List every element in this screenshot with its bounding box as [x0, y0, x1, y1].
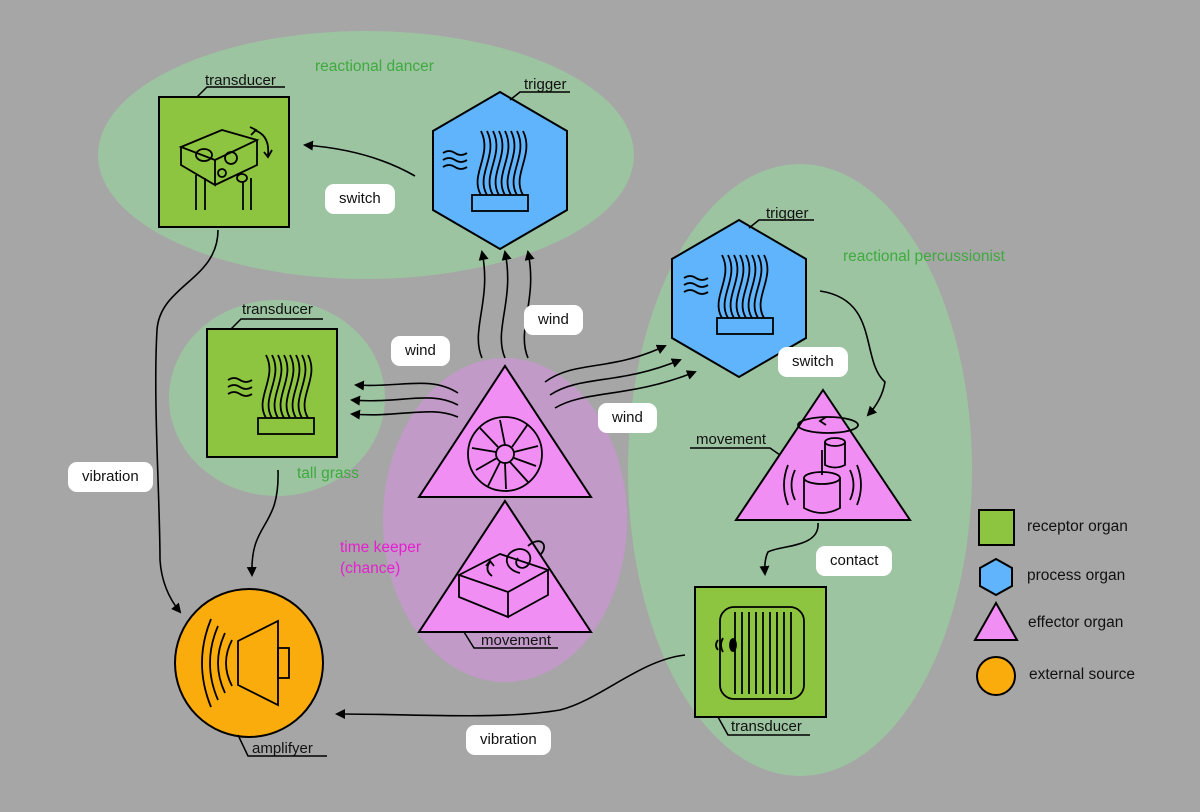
group-grass-label: tall grass	[297, 465, 360, 482]
perc-movement-leader	[690, 447, 781, 456]
amplifier-node[interactable]	[174, 588, 324, 738]
legend-external-swatch	[976, 656, 1016, 696]
dancer-transducer-node[interactable]	[158, 96, 290, 228]
timekeeper-movement-node[interactable]	[417, 499, 593, 633]
fan-icon	[467, 416, 543, 492]
perc-trigger-leader	[748, 219, 814, 229]
perc-transducer-leader	[717, 716, 810, 736]
wind-sensor-icon	[442, 130, 529, 212]
perc-trigger-label: trigger	[766, 205, 809, 222]
grass-transducer-node[interactable]	[206, 328, 338, 458]
edge-label-vibration-bottom: vibration	[466, 725, 551, 755]
legend-process-swatch	[979, 557, 1013, 597]
edge-label-wind-up: wind	[524, 305, 583, 335]
perc-transducer-label: transducer	[731, 718, 802, 735]
edge-label-wind-right: wind	[598, 403, 657, 433]
cheese-swing-icon	[178, 126, 273, 210]
dancer-transducer-label: transducer	[205, 72, 276, 89]
group-timekeeper-label-2: (chance)	[340, 560, 401, 577]
group-timekeeper-label-1: time keeper	[340, 539, 421, 556]
timekeeper-movement-leader	[463, 631, 558, 649]
dancer-trigger-label: trigger	[524, 76, 567, 93]
legend-receptor-label: receptor organ	[1027, 518, 1128, 535]
grass-transducer-label: transducer	[242, 301, 313, 318]
group-dancer-label: reactional dancer	[315, 58, 434, 75]
edge-label-wind-left: wind	[391, 336, 450, 366]
legend-process-label: process organ	[1027, 567, 1126, 584]
legend-external-label: external source	[1029, 666, 1135, 683]
edge-label-vibration-left: vibration	[68, 462, 153, 492]
wind-sensor-icon	[683, 254, 774, 335]
legend-receptor-swatch	[978, 509, 1015, 546]
perc-movement-label: movement	[696, 431, 767, 448]
dancer-trigger-node[interactable]	[432, 90, 568, 251]
dancer-trigger-leader	[509, 91, 570, 101]
chance-box-icon	[456, 540, 551, 619]
grass-sensor-icon	[227, 354, 315, 435]
timekeeper-movement-label: movement	[481, 632, 552, 649]
speaker-icon	[201, 618, 290, 708]
vibration-plate-icon	[715, 606, 805, 700]
group-percussionist-label: reactional percussionist	[843, 248, 1005, 265]
amplifier-label: amplifyer	[252, 740, 313, 757]
timekeeper-fan-node[interactable]	[417, 364, 593, 498]
amplifier-leader	[237, 734, 327, 757]
perc-trigger-node[interactable]	[671, 218, 807, 379]
drum-shaker-icon	[783, 416, 862, 514]
grass-transducer-leader	[230, 318, 323, 330]
legend	[973, 509, 1019, 696]
edge-label-contact: contact	[816, 546, 893, 576]
legend-effector-label: effector organ	[1028, 614, 1124, 631]
dancer-transducer-leader	[196, 86, 285, 98]
edge-label-switch-perc: switch	[778, 347, 848, 377]
edge-label-switch-dancer: switch	[325, 184, 395, 214]
legend-effector-swatch	[973, 600, 1019, 641]
